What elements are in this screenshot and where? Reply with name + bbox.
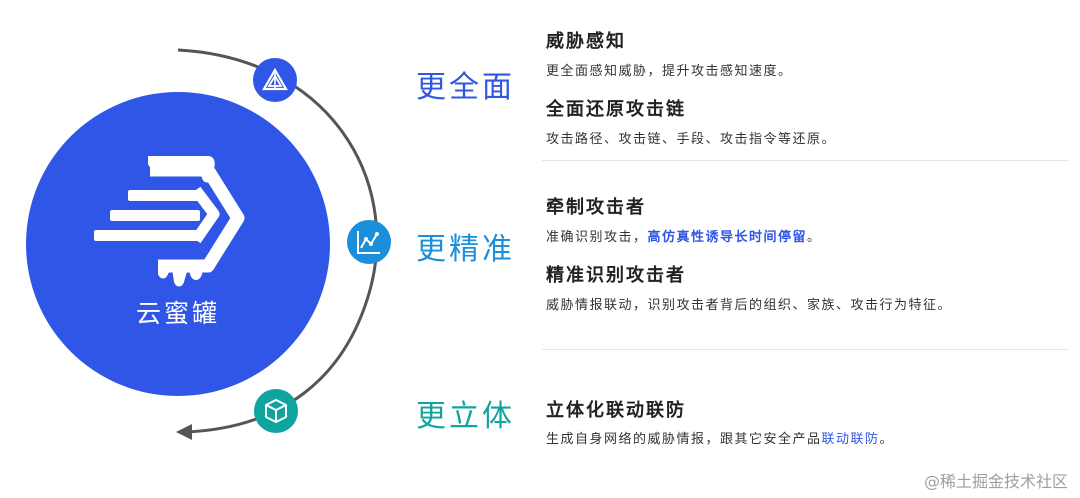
feature-desc-threat-awareness: 更全面感知威胁，提升攻击感知速度。	[546, 64, 793, 79]
feature-desc-joint-defense: 生成自身网络的威胁情报，跟其它安全产品联动联防。	[546, 428, 894, 447]
feature-desc-contain-attacker: 准确识别攻击，高仿真性诱导长时间停留。	[546, 226, 822, 245]
feature-title-contain-attacker: 牵制攻击者	[546, 197, 646, 218]
section-divider	[542, 160, 1069, 161]
triangle-layers-icon	[262, 67, 288, 91]
desc-text: 准确识别攻击，	[546, 230, 648, 245]
node-comprehensive	[253, 58, 297, 102]
desc-highlight: 高仿真性诱导长时间停留	[647, 230, 808, 245]
pillar-label-stereoscopic: 更立体	[416, 399, 515, 434]
pillar-label-comprehensive: 更全面	[416, 70, 515, 105]
feature-title-joint-defense: 立体化联动联防	[546, 400, 686, 421]
feature-title-threat-awareness: 威胁感知	[546, 31, 626, 52]
feature-desc-attack-chain: 攻击路径、攻击链、手段、攻击指令等还原。	[546, 132, 837, 147]
feature-title-attack-chain: 全面还原攻击链	[546, 99, 686, 120]
desc-text: 。	[879, 432, 895, 447]
node-precise	[347, 220, 391, 264]
node-stereoscopic	[254, 389, 298, 433]
analytics-chart-icon	[357, 231, 380, 254]
watermark: @稀土掘金技术社区	[923, 472, 1068, 491]
feature-desc-identify-attacker: 威胁情报联动，识别攻击者背后的组织、家族、攻击行为特征。	[546, 298, 953, 313]
cube-icon	[265, 398, 287, 424]
desc-text: 。	[807, 230, 822, 245]
product-circle	[26, 92, 330, 396]
honeypot-logo-icon	[94, 156, 245, 287]
desc-highlight: 联动联防	[821, 432, 880, 447]
feature-title-identify-attacker: 精准识别攻击者	[546, 265, 686, 286]
pillar-label-precise: 更精准	[416, 232, 515, 267]
product-name: 云蜜罐	[135, 299, 220, 328]
arrow-head-icon	[176, 424, 192, 440]
section-divider	[542, 349, 1069, 350]
desc-text: 生成自身网络的威胁情报，跟其它安全产品	[546, 432, 822, 447]
